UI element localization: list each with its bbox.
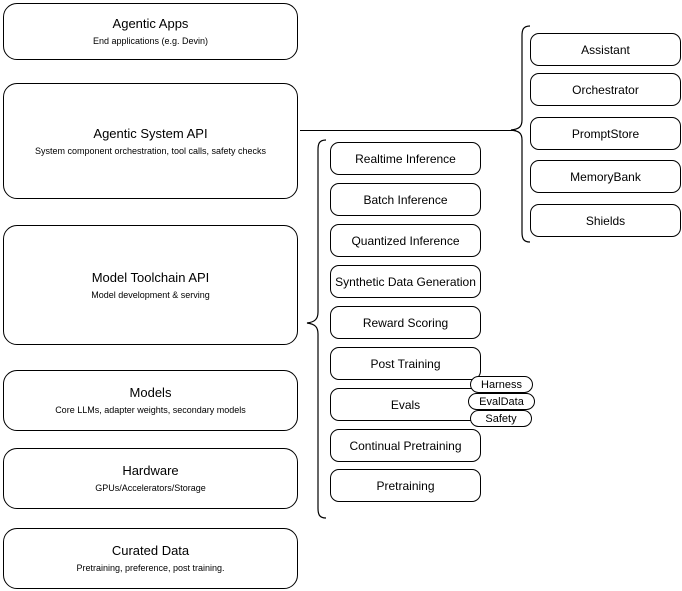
brace-toolchain-capabilities <box>306 139 327 519</box>
layer-subtitle: Pretraining, preference, post training. <box>76 563 225 573</box>
component-box-orchestrator[interactable]: Orchestrator <box>530 73 681 106</box>
capability-label: Post Training <box>370 356 441 371</box>
component-label: MemoryBank <box>570 169 641 184</box>
capability-label: Continual Pretraining <box>349 438 462 453</box>
component-box-promptstore[interactable]: PromptStore <box>530 117 681 150</box>
layer-subtitle: System component orchestration, tool cal… <box>34 145 267 156</box>
eval-badge-safety[interactable]: Safety <box>470 410 532 427</box>
capability-label: Pretraining <box>376 478 435 493</box>
layer-box-hardware[interactable]: Hardware GPUs/Accelerators/Storage <box>3 448 298 509</box>
capability-box-realtime-inference[interactable]: Realtime Inference <box>330 142 481 175</box>
layer-title: Agentic Apps <box>112 16 189 31</box>
connector-line-system-api-to-components <box>300 130 516 131</box>
layer-subtitle: End applications (e.g. Devin) <box>92 36 209 46</box>
capability-label: Realtime Inference <box>355 151 456 166</box>
capability-box-reward-scoring[interactable]: Reward Scoring <box>330 306 481 339</box>
component-box-shields[interactable]: Shields <box>530 204 681 237</box>
capability-box-quantized-inference[interactable]: Quantized Inference <box>330 224 481 257</box>
layer-box-model-toolchain-api[interactable]: Model Toolchain API Model development & … <box>3 225 298 345</box>
layer-title: Curated Data <box>111 543 190 558</box>
layer-box-agentic-apps[interactable]: Agentic Apps End applications (e.g. Devi… <box>3 3 298 60</box>
component-label: Orchestrator <box>572 82 639 97</box>
layer-title: Model Toolchain API <box>91 269 210 285</box>
capability-label: Evals <box>390 397 421 412</box>
capability-label: Batch Inference <box>363 192 448 207</box>
component-label: Shields <box>585 213 626 228</box>
component-label: Assistant <box>581 42 630 57</box>
capability-box-batch-inference[interactable]: Batch Inference <box>330 183 481 216</box>
capability-box-post-training[interactable]: Post Training <box>330 347 481 380</box>
capability-label: Reward Scoring <box>362 315 449 330</box>
capability-box-pretraining[interactable]: Pretraining <box>330 469 481 502</box>
component-box-memorybank[interactable]: MemoryBank <box>530 160 681 193</box>
layer-box-agentic-system-api[interactable]: Agentic System API System component orch… <box>3 83 298 199</box>
layer-box-models[interactable]: Models Core LLMs, adapter weights, secon… <box>3 370 298 431</box>
component-box-assistant[interactable]: Assistant <box>530 33 681 66</box>
layer-box-curated-data[interactable]: Curated Data Pretraining, preference, po… <box>3 528 298 589</box>
layer-title: Hardware <box>122 463 179 478</box>
capability-box-synthetic-data-generation[interactable]: Synthetic Data Generation <box>330 265 481 298</box>
layer-subtitle: GPUs/Accelerators/Storage <box>95 483 206 493</box>
layer-subtitle: Model development & serving <box>91 289 210 300</box>
capability-label: Quantized Inference <box>351 233 460 248</box>
capability-box-continual-pretraining[interactable]: Continual Pretraining <box>330 429 481 462</box>
component-label: PromptStore <box>571 126 640 141</box>
layer-title: Agentic System API <box>93 125 208 141</box>
layer-title: Models <box>129 385 172 400</box>
capability-box-evals[interactable]: Evals <box>330 388 481 421</box>
eval-badge-evaldata[interactable]: EvalData <box>468 393 535 410</box>
capability-label: Synthetic Data Generation <box>335 274 476 289</box>
brace-system-components <box>510 25 531 243</box>
layer-subtitle: Core LLMs, adapter weights, secondary mo… <box>55 405 246 415</box>
eval-badge-harness[interactable]: Harness <box>470 376 533 393</box>
